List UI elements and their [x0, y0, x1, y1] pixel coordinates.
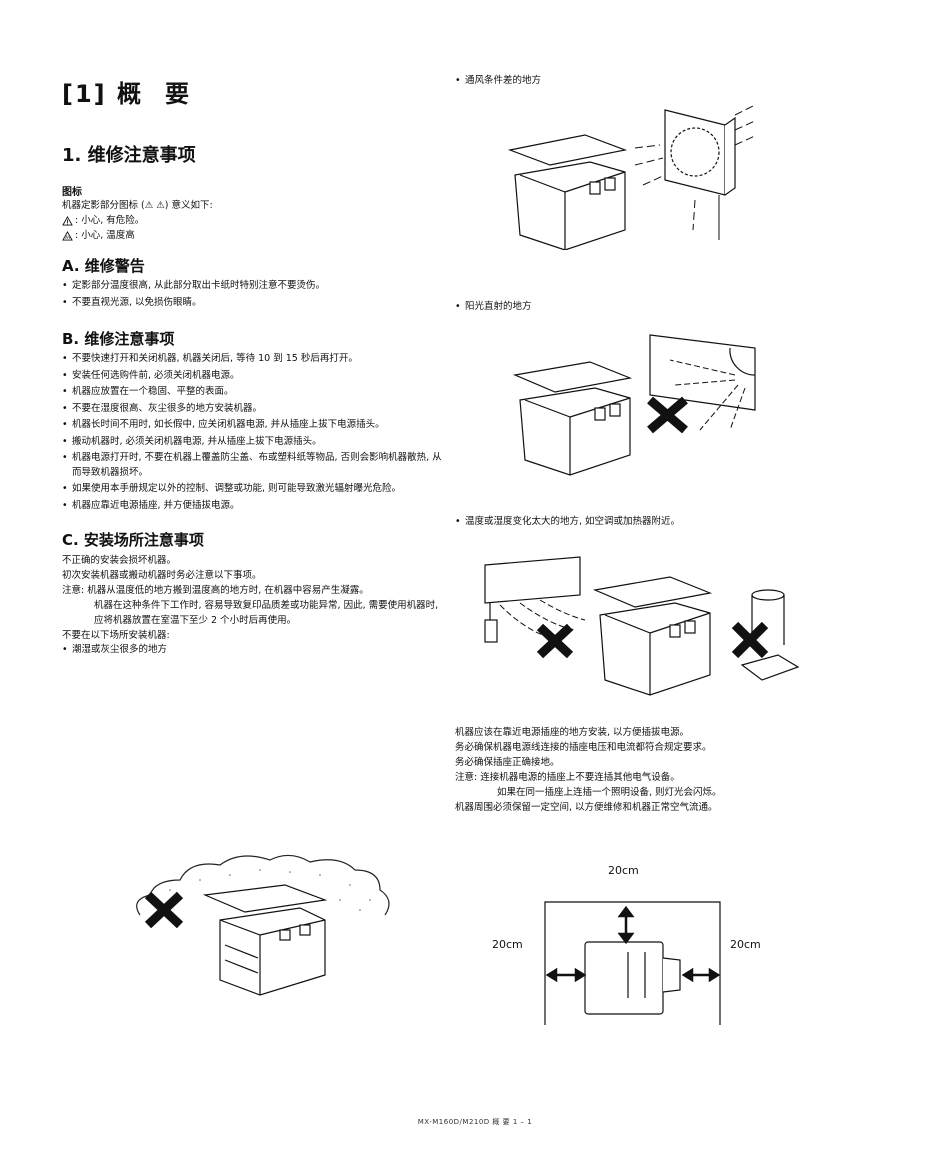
prohibited-x-icon — [731, 621, 769, 659]
section-b-title: B. 维修注意事项 — [62, 330, 175, 348]
section-a-title: A. 维修警告 — [62, 257, 145, 275]
icons-heading: 图标 — [62, 187, 82, 198]
section-c-note-cont: 机器在这种条件下工作时, 容易导致复印品质差或功能异常, 因此, 需要使用机器时… — [94, 600, 439, 626]
right-column: 通风条件差的地方 — [455, 70, 835, 91]
prohibited-x-icon — [647, 396, 688, 434]
prohibited-x-icon — [536, 623, 574, 659]
power-notes: 机器应该在靠近电源插座的地方安装, 以方便插拔电源。 务必确保机器电源线连接的插… — [455, 725, 875, 815]
temperature-item: 温度或湿度变化太大的地方, 如空调或加热器附近。 — [455, 515, 835, 532]
list-item: 潮湿或灰尘很多的地方 — [62, 643, 442, 658]
clearance-left-label: 20cm — [492, 938, 523, 951]
list-item: 安装任何选购件前, 必须关闭机器电源。 — [62, 369, 442, 384]
list-item: 不要快速打开和关闭机器, 机器关闭后, 等待 10 到 15 秒后再打开。 — [62, 352, 442, 367]
poor-ventilation-illustration — [507, 104, 755, 250]
section-b-list: 不要快速打开和关闭机器, 机器关闭后, 等待 10 到 15 秒后再打开。 安装… — [62, 352, 442, 513]
clearance-diagram: 20cm 20cm 20cm — [480, 860, 810, 1030]
list-item: 搬动机器时, 必须关闭机器电源, 并从插座上拔下电源插头。 — [62, 435, 442, 450]
power-line: 务必确保机器电源线连接的插座电压和电流都符合规定要求。 — [455, 742, 712, 753]
list-item: 不要直视光源, 以免损伤眼睛。 — [62, 296, 442, 311]
avoid-list: 潮湿或灰尘很多的地方 — [62, 643, 442, 658]
ventilation-item: 通风条件差的地方 — [455, 74, 835, 89]
space-line: 机器周围必须保留一定空间, 以方便维修和机器正常空气流通。 — [455, 802, 718, 813]
list-item: 如果使用本手册规定以外的控制、调整或功能, 则可能导致激光辐射曝光危险。 — [62, 482, 442, 497]
sunlight-item: 阳光直射的地方 — [455, 300, 835, 317]
list-item: 不要在湿度很高、灰尘很多的地方安装机器。 — [62, 402, 442, 417]
prohibited-x-icon — [144, 891, 184, 929]
section-c-note: 注意: 机器从温度低的地方搬到温度高的地方时, 在机器中容易产生凝露。 — [62, 585, 369, 596]
power-note: 注意: 连接机器电源的插座上不要连插其他电气设备。 — [455, 772, 680, 783]
icons-intro: 机器定影部分图标 (⚠ ⚠) 意义如下: — [62, 200, 213, 211]
power-note-cont: 如果在同一插座上连插一个照明设备, 则灯光会闪烁。 — [497, 787, 722, 798]
direct-sunlight-illustration — [512, 334, 756, 476]
list-item: 机器电源打开时, 不要在机器上覆盖防尘盖、布或塑料纸等物品, 否则会影响机器散热… — [62, 451, 442, 480]
chapter-title-b: 要 — [165, 80, 191, 108]
page-footer: MX-M160D/M210D 概 要 1 – 1 — [417, 1118, 533, 1126]
section-c-title: C. 安装场所注意事项 — [62, 531, 204, 549]
clearance-right-label: 20cm — [730, 938, 761, 951]
list-item: 定影部分温度很高, 从此部分取出卡纸时特别注意不要烫伤。 — [62, 279, 442, 294]
avoid-intro: 不要在以下场所安装机器: — [62, 630, 170, 641]
power-line: 机器应该在靠近电源插座的地方安装, 以方便插拔电源。 — [455, 727, 690, 738]
list-item: 机器应放置在一个稳固、平整的表面。 — [62, 385, 442, 400]
warning-triangle-icon — [62, 215, 73, 226]
section-title: 1. 维修注意事项 — [62, 145, 196, 166]
chapter-title-a: 概 — [117, 80, 143, 108]
icon-legend-item: : 小心, 有危险。 — [62, 213, 442, 228]
section-a-list: 定影部分温度很高, 从此部分取出卡纸时特别注意不要烫伤。 不要直视光源, 以免损… — [62, 279, 442, 310]
chapter-title: [1] 概要 — [62, 74, 442, 109]
section-c-line1: 不正确的安装会损坏机器。 — [62, 555, 177, 566]
clearance-top-label: 20cm — [608, 864, 639, 877]
list-item: 机器长时间不用时, 如长假中, 应关闭机器电源, 并从插座上拔下电源插头。 — [62, 418, 442, 433]
icon-legend-item: : 小心, 温度高 — [62, 228, 442, 243]
list-item: 机器应靠近电源插座, 并方便插拔电源。 — [62, 499, 442, 514]
dusty-location-illustration — [136, 854, 390, 996]
hot-surface-triangle-icon — [62, 230, 73, 241]
section-c-line2: 初次安装机器或搬动机器时务必注意以下事项。 — [62, 570, 262, 581]
chapter-number: [1] — [62, 80, 107, 108]
temperature-change-illustration — [484, 556, 800, 696]
left-column: [1] 概要 1. 维修注意事项 图标 机器定影部分图标 (⚠ ⚠) 意义如下:… — [62, 70, 442, 660]
power-line: 务必确保插座正确接地。 — [455, 757, 560, 768]
